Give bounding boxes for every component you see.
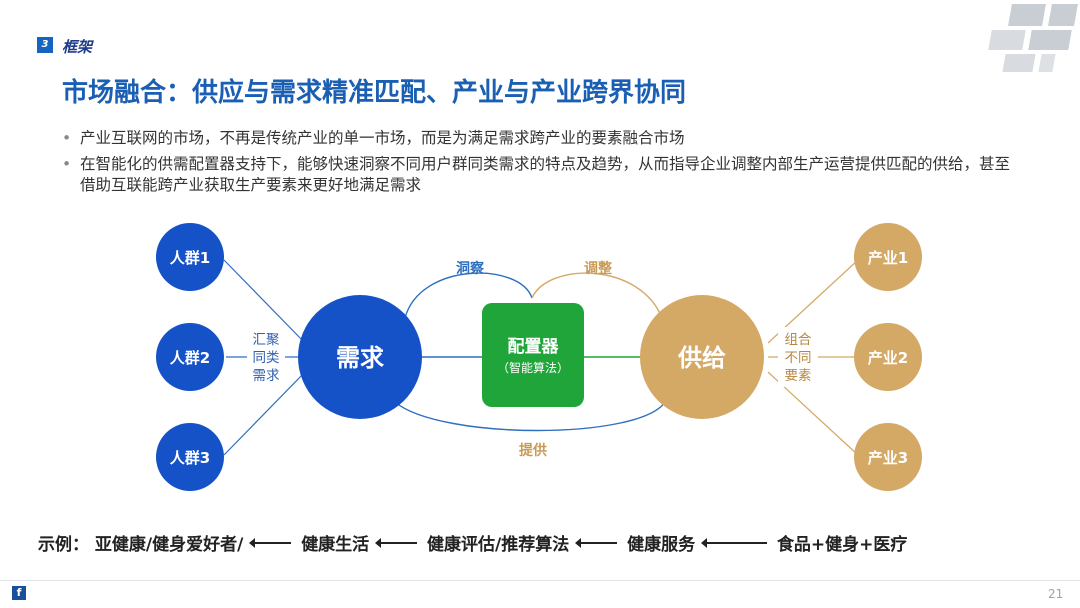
crowd-node-2 [156, 323, 224, 391]
example-item: 健康生活 [301, 535, 370, 555]
example-item: 亚健康/健身爱好者/ [94, 535, 244, 555]
industry-label: 产业1 [868, 249, 908, 267]
bullet-dot-icon: • [62, 129, 72, 147]
example-item: 健康服务 [627, 535, 696, 555]
supply-node [640, 295, 764, 419]
configurator-title: 配置器 [508, 337, 560, 357]
section-number-badge: 3 [37, 37, 53, 53]
combine-label: 组合 不同 要素 [778, 327, 818, 387]
example-item: 食品+健身+医疗 [776, 535, 908, 555]
industry-label: 产业2 [868, 349, 908, 367]
crowd-label: 人群1 [170, 249, 210, 267]
provide-label: 提供 [519, 442, 547, 459]
configurator-subtitle: （智能算法） [497, 360, 569, 375]
bullet-item: • 产业互联网的市场，不再是传统产业的单一市场，而是为满足需求跨产业的要素融合市… [62, 128, 1012, 149]
arrow-left-icon [249, 537, 292, 548]
page-title: 市场融合：供应与需求精准匹配、产业与产业跨界协同 [62, 78, 687, 108]
industry-node-2 [854, 323, 922, 391]
svg-text:需求: 需求 [253, 368, 280, 384]
insight-arc [404, 272, 533, 319]
crowd-label: 人群3 [170, 449, 210, 467]
page-number: 21 [1048, 587, 1064, 601]
svg-text:组合: 组合 [785, 332, 813, 348]
right-nodes: 产业1 产业2 产业3 [854, 223, 922, 491]
section-label: 框架 [62, 38, 93, 56]
crowd-label: 人群2 [170, 349, 210, 367]
demand-node [298, 295, 422, 419]
company-logo-icon: f [12, 586, 26, 600]
svg-text:不同: 不同 [785, 350, 812, 366]
arrow-left-icon [375, 537, 418, 548]
connector-line [223, 259, 306, 344]
configurator-box [482, 303, 584, 407]
bullet-text: 在智能化的供需配置器支持下，能够快速洞察不同用户群同类需求的特点及趋势，从而指导… [80, 155, 1011, 194]
left-nodes: 人群1 人群2 人群3 [156, 223, 224, 491]
bullet-text: 产业互联网的市场，不再是传统产业的单一市场，而是为满足需求跨产业的要素融合市场 [80, 129, 685, 147]
crowd-node-3 [156, 423, 224, 491]
aggregate-label: 汇聚 同类 需求 [247, 327, 285, 387]
svg-text:同类: 同类 [253, 350, 280, 366]
supply-label: 供给 [677, 344, 726, 372]
demand-label: 需求 [336, 344, 384, 372]
svg-text:要素: 要素 [785, 368, 812, 384]
example-item: 健康评估/推荐算法 [427, 535, 570, 555]
adjust-label: 调整 [584, 260, 613, 277]
example-label: 示例： [38, 535, 89, 555]
arrow-left-icon [575, 537, 618, 548]
crowd-node-1 [156, 223, 224, 291]
connector-line [223, 371, 306, 456]
supply-demand-diagram: 人群1 人群2 人群3 汇聚 同类 需求 需求 配置器 （智能算法） 供给 组合… [156, 223, 922, 491]
bullet-dot-icon: • [62, 155, 72, 173]
example-row: 示例： 亚健康/健身爱好者/ 健康生活 健康评估/推荐算法 健康服务 食品+健身… [38, 530, 907, 555]
industry-node-3 [854, 423, 922, 491]
insight-label: 洞察 [456, 260, 485, 277]
adjust-arc [531, 272, 663, 319]
industry-node-1 [854, 223, 922, 291]
provide-arc [394, 401, 666, 432]
bullet-item: • 在智能化的供需配置器支持下，能够快速洞察不同用户群同类需求的特点及趋势，从而… [62, 154, 1012, 196]
industry-label: 产业3 [868, 449, 908, 467]
footer-divider [0, 580, 1080, 581]
svg-text:汇聚: 汇聚 [253, 332, 280, 348]
arrow-left-icon [701, 537, 768, 548]
